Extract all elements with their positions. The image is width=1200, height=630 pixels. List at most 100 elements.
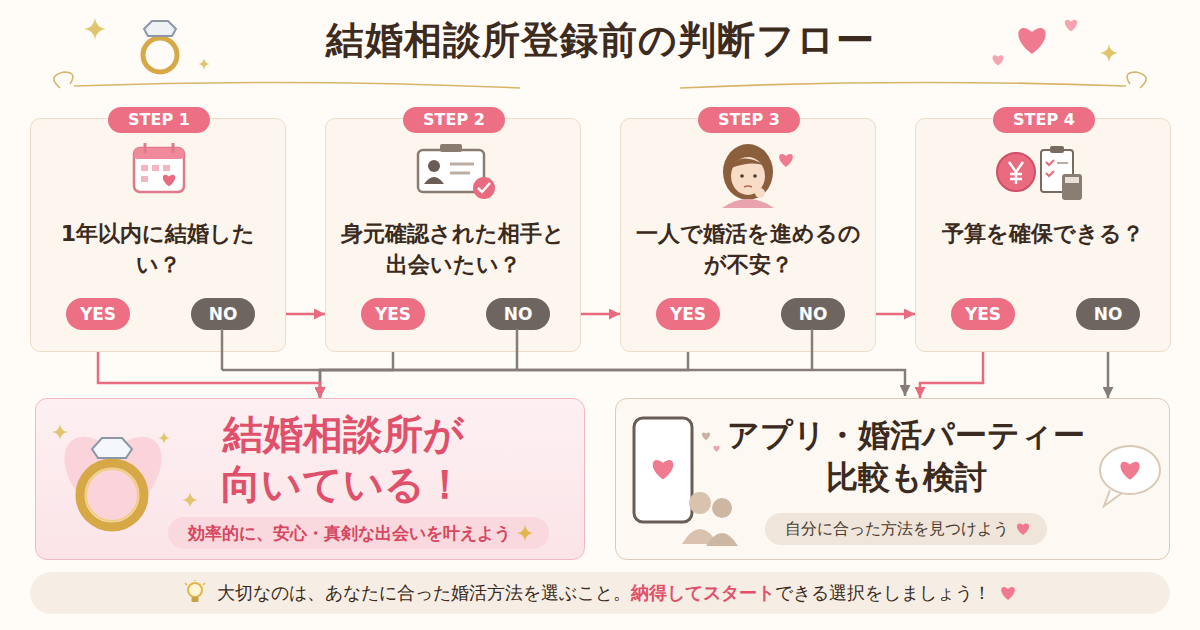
phone-illustration xyxy=(713,446,719,452)
step-label: STEP 1 xyxy=(108,107,210,133)
step-label-text: STEP 1 xyxy=(128,107,190,133)
question-box-text: 身元確認された相手と出会いたい？ xyxy=(336,219,570,281)
budget-icon xyxy=(1050,146,1064,153)
calendar-icon xyxy=(134,148,184,192)
step-label: STEP 4 xyxy=(993,107,1095,133)
budget-icon xyxy=(1046,160,1054,176)
question-box-text: 予算を確保できる？ xyxy=(926,219,1160,250)
phone-illustration xyxy=(712,498,732,518)
id-card-icon xyxy=(424,177,444,184)
step-label-text: STEP 4 xyxy=(1013,107,1075,133)
result-tagline-text: 自分に合った方法を見つけよう xyxy=(785,513,1009,545)
no-pill: NO xyxy=(781,298,845,330)
ring-illustration xyxy=(80,463,144,527)
title-decoration xyxy=(144,21,176,36)
id-card-icon xyxy=(450,172,470,175)
worried-woman-icon xyxy=(722,199,774,208)
calendar-icon xyxy=(134,143,184,192)
phone-illustration xyxy=(689,492,711,514)
result-tagline: 自分に合った方法を見つけよう xyxy=(765,513,1047,545)
calendar-icon xyxy=(144,143,147,153)
worried-woman-icon xyxy=(740,174,744,178)
result-tagline-text: 効率的に、安心・真剣な出会いを叶えよう xyxy=(188,517,511,549)
speech-bubble-icon xyxy=(1120,462,1139,480)
heart-icon xyxy=(1015,521,1031,537)
phone-illustration xyxy=(706,533,738,546)
phone-illustration xyxy=(634,418,692,522)
title-decoration xyxy=(54,18,1146,88)
yes-pill: YES xyxy=(66,298,130,330)
lightbulb-icon xyxy=(185,580,205,585)
yes-pill-text: YES xyxy=(670,298,706,330)
question-box-text: 1年以内に結婚したい？ xyxy=(41,219,275,281)
title-decoration xyxy=(993,55,1004,65)
sparkle-icon xyxy=(517,525,533,541)
phone-illustration xyxy=(653,460,673,479)
lightbulb-icon xyxy=(188,583,202,597)
ring-illustration xyxy=(64,437,161,529)
calendar-icon xyxy=(163,175,175,187)
heart-icon xyxy=(999,584,1017,602)
id-card-icon xyxy=(473,177,495,199)
advice-bar: 大切なのは、あなたに合った婚活方法を選ぶこと。納得してスタートできる選択をしまし… xyxy=(30,572,1170,614)
speech-bubble-icon xyxy=(1100,446,1160,506)
no-pill-text: NO xyxy=(504,298,533,330)
worried-woman-icon xyxy=(723,144,773,200)
ring-illustration xyxy=(52,424,68,440)
yes-pill: YES xyxy=(656,298,720,330)
title-decoration xyxy=(1065,20,1077,32)
calendar-icon xyxy=(141,165,148,171)
flow-line xyxy=(222,329,905,396)
budget-icon xyxy=(1062,174,1082,200)
title-decoration xyxy=(54,72,520,88)
flow-line xyxy=(222,329,905,396)
no-pill-text: NO xyxy=(1094,298,1123,330)
ring-illustration xyxy=(158,432,170,444)
result-tagline: 効率的に、安心・真剣な出会いを叶えよう xyxy=(168,517,549,549)
worried-woman-icon xyxy=(722,144,793,208)
calendar-icon xyxy=(152,165,159,171)
step-label-text: STEP 2 xyxy=(423,107,485,133)
phone-illustration xyxy=(634,418,738,546)
no-pill: NO xyxy=(191,298,255,330)
yes-pill-text: YES xyxy=(375,298,411,330)
ring-illustration xyxy=(86,469,138,521)
advice-text: 大切なのは、あなたに合った婚活方法を選ぶこと。 xyxy=(217,572,631,614)
worried-woman-icon xyxy=(755,188,765,198)
title: 結婚相談所登録前の判断フロー xyxy=(0,0,1200,65)
step-label-text: STEP 3 xyxy=(718,107,780,133)
id-card-icon xyxy=(418,144,495,199)
calendar-icon xyxy=(163,165,170,171)
advice-text: 納得してスタート xyxy=(631,572,775,614)
yes-pill: YES xyxy=(951,298,1015,330)
id-card-icon xyxy=(428,160,440,172)
no-pill: NO xyxy=(1076,298,1140,330)
yes-pill-text: YES xyxy=(965,298,1001,330)
worried-woman-icon xyxy=(753,174,757,178)
step-label: STEP 2 xyxy=(403,107,505,133)
title-decoration xyxy=(680,72,1146,88)
calendar-icon xyxy=(172,143,175,153)
ring-illustration xyxy=(52,424,198,529)
ring-illustration xyxy=(92,438,132,458)
title-decoration xyxy=(1100,44,1118,62)
budget-icon xyxy=(1057,162,1068,164)
worried-woman-icon xyxy=(779,154,793,167)
speech-bubble-icon xyxy=(1100,446,1160,494)
title-decoration xyxy=(84,18,106,40)
step-label: STEP 3 xyxy=(698,107,800,133)
calendar-icon xyxy=(141,176,148,182)
no-pill: NO xyxy=(486,298,550,330)
calendar-icon xyxy=(134,148,184,159)
id-card-icon xyxy=(478,183,490,192)
heart-icon xyxy=(1017,523,1029,535)
phone-illustration xyxy=(702,432,710,440)
id-card-icon xyxy=(450,163,474,166)
id-card-icon xyxy=(440,144,462,152)
worried-woman-icon xyxy=(731,158,766,168)
ring-illustration xyxy=(182,492,198,508)
no-pill-text: NO xyxy=(799,298,828,330)
title-decoration xyxy=(1018,28,1045,54)
